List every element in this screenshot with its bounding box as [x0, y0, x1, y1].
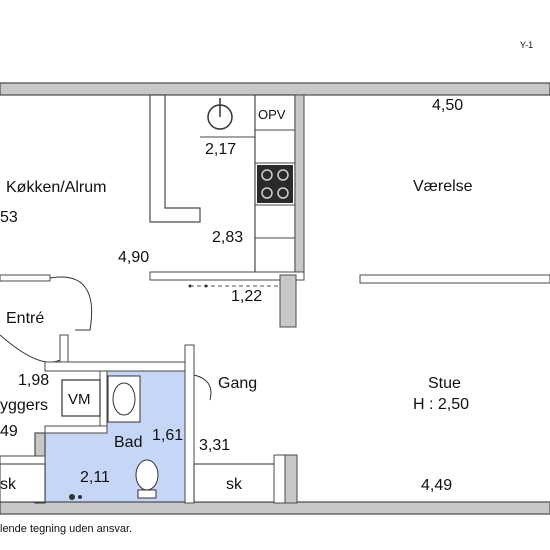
room-label-living: Stue [428, 375, 461, 392]
toilet-tank [137, 489, 157, 499]
room-label-entry: Entré [6, 310, 44, 327]
door-swing-entry [49, 276, 93, 331]
wall-mid-right [359, 274, 550, 284]
label-wardrobe-left: sk [0, 476, 17, 493]
outer-wall-bottom [0, 501, 550, 515]
burner [261, 169, 273, 181]
room-label-living-height: H : 2,50 [413, 396, 469, 413]
door-swing-entry-lower [0, 334, 61, 363]
wall-living-post [284, 454, 298, 504]
cooktop [257, 165, 293, 203]
dim-1-22: 1,22 [231, 288, 262, 305]
burner [261, 187, 273, 199]
corner-mark: Y-1 [520, 40, 533, 50]
bath-sink [112, 382, 136, 416]
room-area-kitchen: 53 [0, 209, 18, 226]
dim-4-50: 4,50 [432, 97, 463, 114]
wall-kitchen-bedroom [294, 94, 305, 276]
burner [277, 169, 289, 181]
door-swing-bath [193, 374, 212, 401]
room-label-kitchen: Køkken/Alrum [6, 179, 106, 196]
dim-2-83: 2,83 [212, 229, 243, 246]
wall-mid-post [279, 274, 297, 328]
dim-3-31: 3,31 [199, 437, 230, 454]
outer-wall-top [0, 82, 550, 96]
dim-4-49: 4,49 [421, 477, 452, 494]
wall-bath-left [99, 370, 108, 434]
wall-bath-top [44, 361, 194, 372]
washing-machine [61, 379, 101, 417]
burner [277, 187, 289, 199]
wall-hall-right [273, 454, 286, 504]
dim-4-90: 4,90 [118, 249, 149, 266]
wall-entry-right [59, 334, 69, 364]
room-label-utility: yggers [0, 397, 48, 414]
room-dim-utility: 49 [0, 423, 18, 440]
floor-drain [69, 494, 75, 500]
room-label-hall: Gang [218, 375, 257, 392]
dim-2-11: 2,11 [80, 469, 110, 486]
dim-2-17: 2,17 [205, 141, 236, 158]
kitchen-counter [149, 94, 201, 223]
wall-bath-bottomleft [44, 425, 108, 434]
dim-1-61: 1,61 [152, 427, 183, 444]
wall-bath-right [184, 344, 195, 504]
disclaimer-text: lende tegning uden ansvar. [0, 523, 132, 535]
room-label-bedroom: Værelse [413, 178, 473, 195]
room-label-bath: Bad [114, 434, 142, 451]
label-washing-machine: VM [68, 391, 91, 408]
wall-entry [0, 274, 51, 282]
label-opv: OPV [258, 107, 286, 122]
wardrobe-left [0, 463, 46, 503]
wall-mid-left [149, 271, 305, 281]
label-wardrobe-middle: sk [226, 476, 243, 493]
toilet-bowl [135, 459, 159, 491]
dim-1-98: 1,98 [18, 372, 49, 389]
wardrobe-middle [193, 463, 275, 503]
